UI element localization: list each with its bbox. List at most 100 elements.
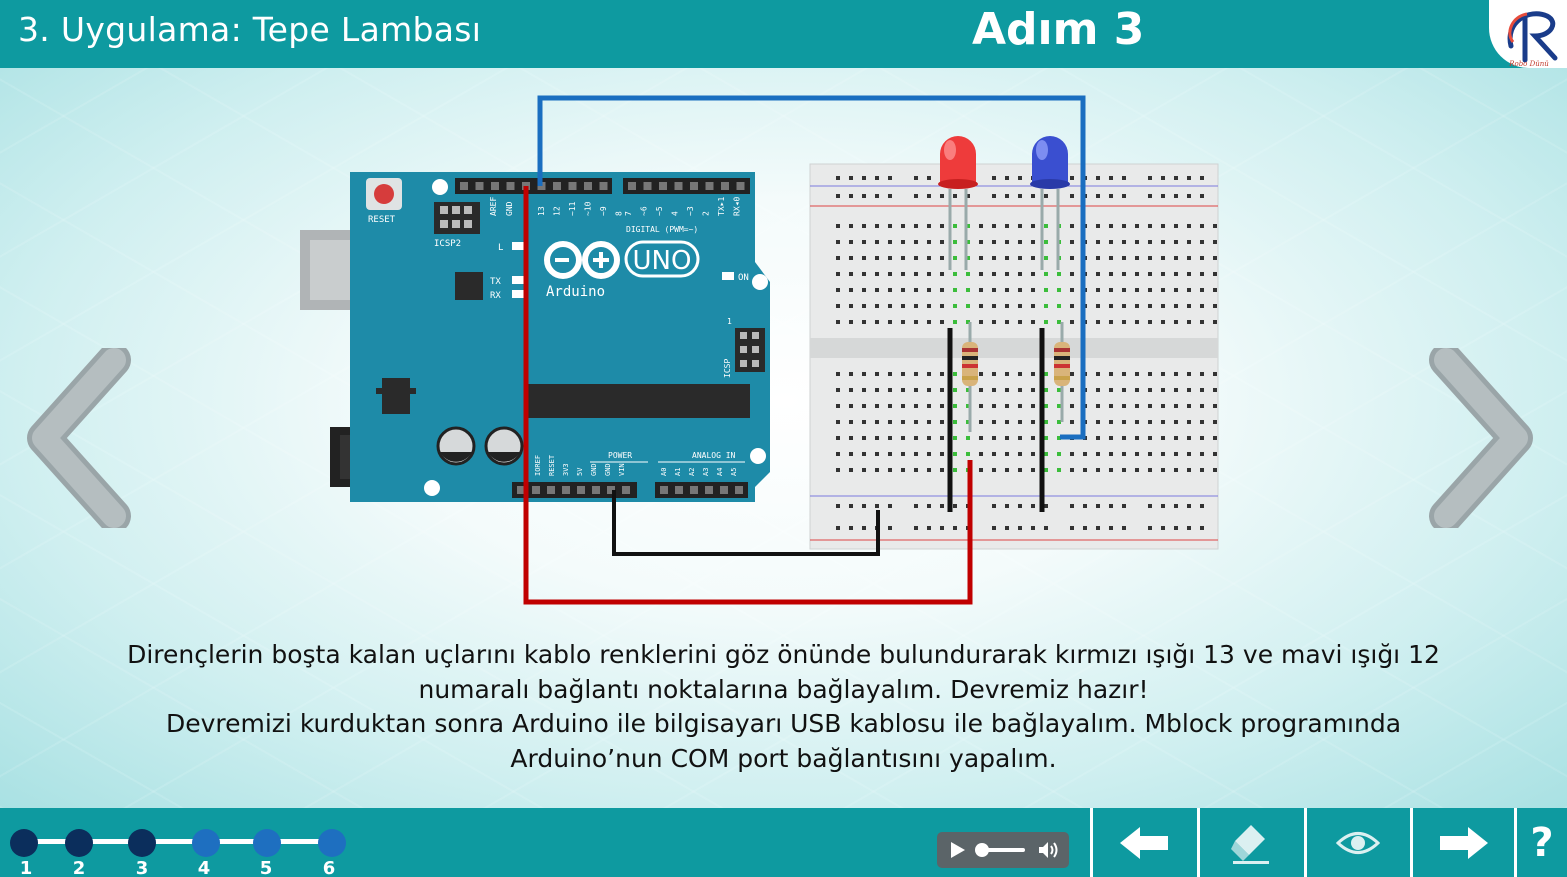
usb-chip <box>455 272 483 300</box>
voltage-regulator <box>382 378 410 414</box>
help-button[interactable]: ? <box>1514 808 1567 877</box>
arduino-board <box>350 172 770 502</box>
step-label: 1 <box>19 858 33 877</box>
pin-label: 7 <box>624 211 633 216</box>
svg-text:DIGITAL (PWM=~): DIGITAL (PWM=~) <box>626 225 698 234</box>
back-button[interactable] <box>1090 808 1194 877</box>
icsp2-header <box>434 202 480 234</box>
svg-text:GND: GND <box>505 201 514 216</box>
instruction-line: Devremizi kurduktan sonra Arduino ile bi… <box>165 709 1402 738</box>
chevron-right-icon[interactable] <box>1424 343 1534 533</box>
eraser-icon <box>1230 824 1269 864</box>
step-dot-5[interactable] <box>253 829 281 857</box>
step-label: 4 <box>197 858 211 877</box>
svg-text:L: L <box>498 243 503 253</box>
step-dot-1[interactable] <box>10 829 38 857</box>
erase-button[interactable] <box>1197 808 1301 877</box>
pin-label: TX▸1 <box>717 197 726 216</box>
pin-label: RX◂0 <box>733 197 742 216</box>
breadboard <box>809 163 1219 550</box>
audio-progress-knob[interactable] <box>975 843 989 857</box>
footer-bar: 1 2 3 4 5 6 <box>0 808 1567 877</box>
power-header <box>512 482 637 498</box>
svg-text:UNO: UNO <box>633 246 692 276</box>
step-dot-6[interactable] <box>318 829 346 857</box>
pin-label: ~9 <box>599 206 608 216</box>
svg-text:ICSP2: ICSP2 <box>434 239 461 249</box>
svg-text:1: 1 <box>727 317 732 326</box>
step-progress: 1 2 3 4 5 6 <box>10 818 350 877</box>
lesson-title: 3. Uygulama: Tepe Lambası <box>18 10 482 49</box>
chevron-left-icon[interactable] <box>26 343 136 533</box>
red-wire <box>523 186 973 605</box>
pin-label: 13 <box>537 206 546 216</box>
svg-text:POWER: POWER <box>608 451 632 460</box>
pin-label: ~5 <box>655 206 664 216</box>
icsp-header <box>735 328 765 372</box>
pin-label: 5V <box>576 467 584 476</box>
audio-progress-track[interactable] <box>977 848 1025 852</box>
svg-text:ICSP: ICSP <box>723 359 732 378</box>
step-title: Adım 3 <box>972 4 1145 55</box>
pin-label: 3V3 <box>562 463 570 476</box>
step-label: 3 <box>135 858 149 877</box>
step-dot-3[interactable] <box>128 829 156 857</box>
instruction-line: Dirençlerin boşta kalan uçlarını kablo r… <box>127 640 1440 669</box>
blue-led <box>1030 136 1070 270</box>
pin-label: GND <box>604 463 612 476</box>
instruction-text: Dirençlerin boşta kalan uçlarını kablo r… <box>60 638 1507 776</box>
svg-text:AREF: AREF <box>489 197 498 216</box>
step-dot-2[interactable] <box>65 829 93 857</box>
arduino-logo: UNO Arduino <box>544 240 700 300</box>
pin-label: ~6 <box>640 206 649 216</box>
resistor <box>1054 322 1070 422</box>
svg-text:Arduino: Arduino <box>546 284 605 300</box>
pin-label: IOREF <box>534 455 542 476</box>
black-wire <box>612 490 880 556</box>
resistor <box>962 322 978 432</box>
logo-text: Robo Dünü <box>1508 60 1549 68</box>
robodunu-logo: Robo Dünü <box>1489 0 1567 68</box>
instruction-line: Arduino’nun COM port bağlantısını yapalı… <box>510 743 1057 773</box>
svg-text:ON: ON <box>738 273 749 283</box>
question-mark-icon: ? <box>1530 819 1554 866</box>
pin-label: ~11 <box>568 201 577 216</box>
svg-text:ANALOG IN: ANALOG IN <box>692 451 736 460</box>
view-button[interactable] <box>1304 808 1408 877</box>
blue-wire <box>537 95 1086 440</box>
pin-label: A3 <box>702 468 710 476</box>
analog-header <box>655 482 748 498</box>
pin-label: RESET <box>548 454 556 476</box>
arrow-right-icon <box>1439 826 1488 859</box>
pin-label: A2 <box>688 468 696 476</box>
pin-label: ~10 <box>584 201 593 216</box>
instruction-line: numaralı bağlantı noktalarına bağlayalım… <box>418 674 1149 704</box>
red-led <box>938 136 978 270</box>
microcontroller-chip <box>528 384 750 418</box>
audio-player <box>937 832 1069 868</box>
step-label: 6 <box>322 858 336 877</box>
svg-text:RX: RX <box>490 291 501 301</box>
pin-label: A0 <box>660 468 668 476</box>
pin-label: VIN <box>618 463 626 476</box>
forward-button[interactable] <box>1410 808 1514 877</box>
pin-label: GND <box>590 463 598 476</box>
header-bar: 3. Uygulama: Tepe Lambası Adım 3 Robo Dü… <box>0 0 1567 68</box>
pin-label: A4 <box>716 468 724 476</box>
pin-label: 2 <box>702 211 711 216</box>
pin-label: A5 <box>730 468 738 476</box>
pin-label: ~3 <box>686 206 695 216</box>
pin-label: A1 <box>674 468 682 476</box>
pin-label: 8 <box>615 211 624 216</box>
eye-icon <box>1335 831 1380 854</box>
pin-label: 12 <box>553 206 562 216</box>
step-dot-4[interactable] <box>192 829 220 857</box>
volume-icon[interactable] <box>1037 840 1059 860</box>
svg-text:RESET: RESET <box>368 215 396 225</box>
arrow-left-icon <box>1119 826 1168 859</box>
play-icon[interactable] <box>949 841 967 859</box>
step-label: 5 <box>259 858 273 877</box>
step-label: 2 <box>72 858 86 877</box>
svg-text:TX: TX <box>490 277 501 287</box>
